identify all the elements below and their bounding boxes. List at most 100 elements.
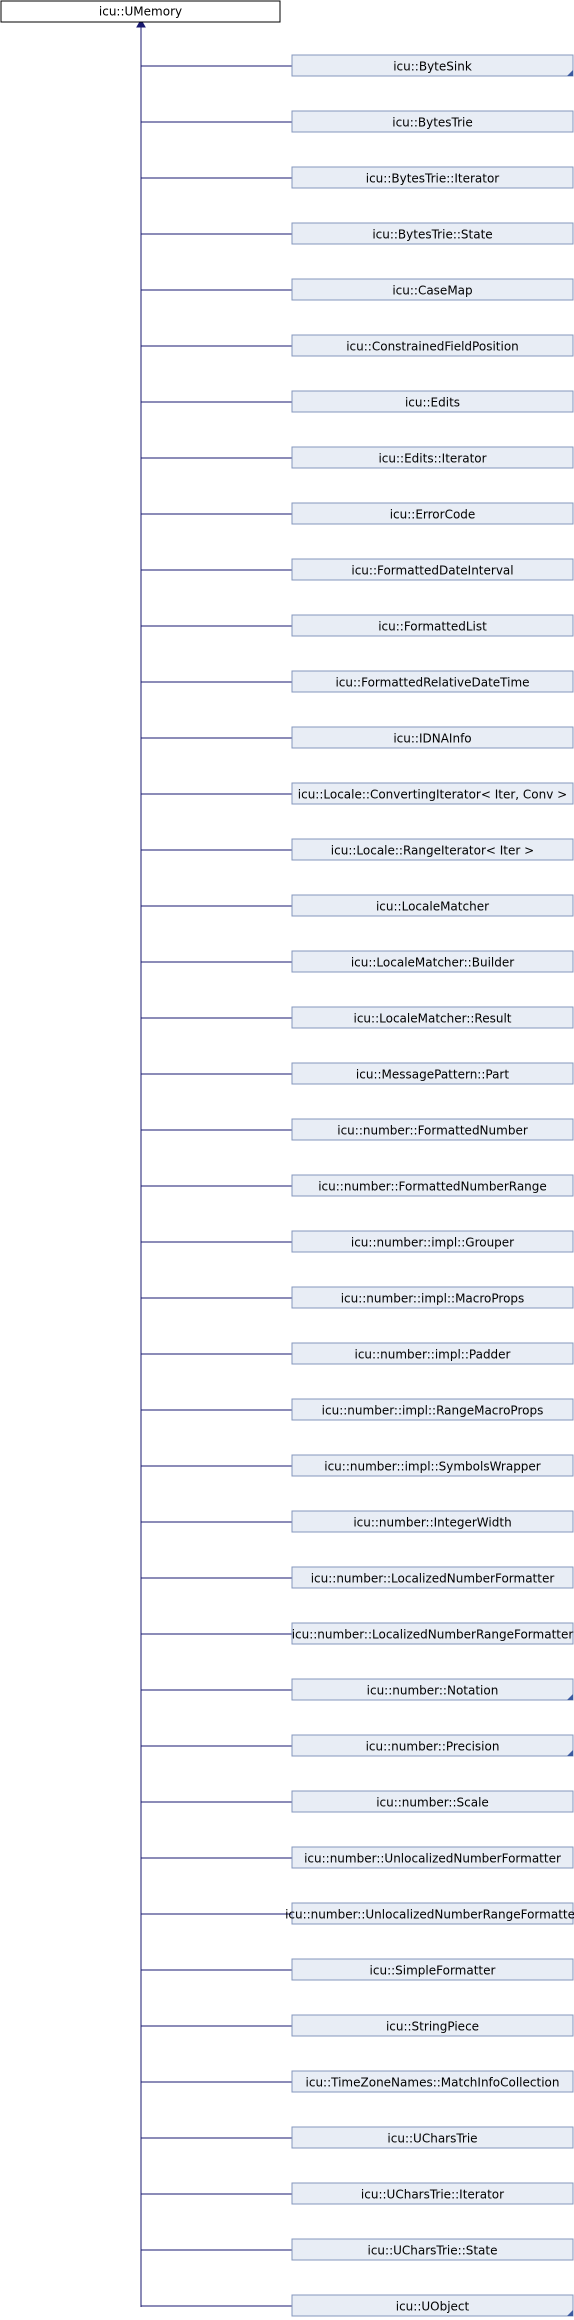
class-node-box — [291, 950, 574, 973]
class-node-icu-number-impl-symbolswrapper[interactable]: icu::number::impl::SymbolsWrapper — [291, 1454, 574, 1477]
class-node-icu-number-formattednumber[interactable]: icu::number::FormattedNumber — [291, 1118, 574, 1141]
class-node-label: icu::number::impl::Grouper — [351, 1236, 514, 1250]
class-node-icu-constrainedfieldposition[interactable]: icu::ConstrainedFieldPosition — [291, 334, 574, 357]
class-node-box — [291, 1286, 574, 1309]
more-subclasses-corner-icon — [567, 1694, 573, 1700]
class-node-icu-number-unlocalizednumberformatter[interactable]: icu::number::UnlocalizedNumberFormatter — [291, 1846, 574, 1869]
class-node-icu-number-impl-padder[interactable]: icu::number::impl::Padder — [291, 1342, 574, 1365]
class-node-box — [291, 838, 574, 861]
class-node-label: icu::number::UnlocalizedNumberRangeForma… — [285, 1908, 574, 1922]
class-node-icu-localematcher-builder[interactable]: icu::LocaleMatcher::Builder — [291, 950, 574, 973]
class-node-icu-number-localizednumberformatter[interactable]: icu::number::LocalizedNumberFormatter — [291, 1566, 574, 1589]
class-node-icu-edits[interactable]: icu::Edits — [291, 390, 574, 413]
class-node-icu-localematcher[interactable]: icu::LocaleMatcher — [291, 894, 574, 917]
class-node-box — [291, 1622, 574, 1645]
class-node-icu-bytestrie-iterator[interactable]: icu::BytesTrie::Iterator — [291, 166, 574, 189]
class-node-label: icu::UCharsTrie — [387, 2132, 477, 2146]
class-node-box — [291, 222, 574, 245]
class-node-label: icu::Edits::Iterator — [378, 452, 486, 466]
class-node-box — [291, 1174, 574, 1197]
class-node-box — [291, 446, 574, 469]
class-node-icu-messagepattern-part[interactable]: icu::MessagePattern::Part — [291, 1062, 574, 1085]
class-node-icu-locale-convertingiterator-iter-conv[interactable]: icu::Locale::ConvertingIterator< Iter, C… — [291, 782, 574, 805]
class-node-label: icu::number::LocalizedNumberFormatter — [311, 1572, 555, 1586]
class-node-icu-errorcode[interactable]: icu::ErrorCode — [291, 502, 574, 525]
class-node-box — [291, 502, 574, 525]
class-node-label: icu::number::impl::MacroProps — [341, 1292, 525, 1306]
class-node-icu-number-localizednumberrangeformatter[interactable]: icu::number::LocalizedNumberRangeFormatt… — [291, 1622, 574, 1645]
class-node-icu-casemap[interactable]: icu::CaseMap — [291, 278, 574, 301]
class-node-box — [291, 54, 574, 77]
class-node-icu-uobject[interactable]: icu::UObject — [291, 2294, 574, 2317]
class-node-icu-number-impl-macroprops[interactable]: icu::number::impl::MacroProps — [291, 1286, 574, 1309]
class-node-icu-ucharstrie-iterator[interactable]: icu::UCharsTrie::Iterator — [291, 2182, 574, 2205]
class-node-label: icu::number::Scale — [376, 1796, 489, 1810]
class-node-icu-formatteddateinterval[interactable]: icu::FormattedDateInterval — [291, 558, 574, 581]
class-node-icu-idnainfo[interactable]: icu::IDNAInfo — [291, 726, 574, 749]
class-node-label: icu::FormattedDateInterval — [351, 564, 513, 578]
class-node-icu-stringpiece[interactable]: icu::StringPiece — [291, 2014, 574, 2037]
class-node-label: icu::UCharsTrie::State — [368, 2244, 498, 2258]
class-node-icu-number-scale[interactable]: icu::number::Scale — [291, 1790, 574, 1813]
class-node-box — [291, 334, 574, 357]
class-node-box — [291, 1958, 574, 1981]
class-node-label: icu::LocaleMatcher::Builder — [351, 956, 514, 970]
class-node-box — [291, 1454, 574, 1477]
class-node-icu-simpleformatter[interactable]: icu::SimpleFormatter — [291, 1958, 574, 1981]
more-subclasses-corner-icon — [567, 1750, 573, 1756]
class-node-label: icu::IDNAInfo — [393, 732, 471, 746]
class-node-icu-edits-iterator[interactable]: icu::Edits::Iterator — [291, 446, 574, 469]
class-node-icu-localematcher-result[interactable]: icu::LocaleMatcher::Result — [291, 1006, 574, 1029]
class-node-box — [291, 1342, 574, 1365]
class-node-box — [291, 2126, 574, 2149]
class-node-label: icu::StringPiece — [386, 2020, 479, 2034]
class-node-icu-number-unlocalizednumberrangeformatter[interactable]: icu::number::UnlocalizedNumberRangeForma… — [285, 1902, 574, 1925]
class-node-label: icu::number::UnlocalizedNumberFormatter — [304, 1852, 561, 1866]
class-node-icu-number-notation[interactable]: icu::number::Notation — [291, 1678, 574, 1701]
class-node-box — [291, 2238, 574, 2261]
class-node-box — [291, 2070, 574, 2093]
class-node-label: icu::CaseMap — [392, 284, 472, 298]
class-node-box — [291, 110, 574, 133]
class-node-box — [291, 1230, 574, 1253]
class-node-icu-formattedrelativedatetime[interactable]: icu::FormattedRelativeDateTime — [291, 670, 574, 693]
root-class-node[interactable]: icu::UMemory — [0, 0, 281, 23]
class-node-box — [291, 390, 574, 413]
class-node-icu-number-precision[interactable]: icu::number::Precision — [291, 1734, 574, 1757]
class-node-label: icu::number::Notation — [367, 1684, 499, 1698]
class-node-icu-number-integerwidth[interactable]: icu::number::IntegerWidth — [291, 1510, 574, 1533]
class-node-icu-number-impl-grouper[interactable]: icu::number::impl::Grouper — [291, 1230, 574, 1253]
class-node-label: icu::ByteSink — [393, 60, 472, 74]
class-node-label: icu::SimpleFormatter — [370, 1964, 496, 1978]
class-node-box — [291, 166, 574, 189]
class-node-label: icu::number::Precision — [366, 1740, 500, 1754]
more-subclasses-corner-icon — [567, 70, 573, 76]
class-node-label: icu::number::impl::RangeMacroProps — [322, 1404, 544, 1418]
class-node-icu-locale-rangeiterator-iter[interactable]: icu::Locale::RangeIterator< Iter > — [291, 838, 574, 861]
class-node-icu-timezonenames-matchinfocollection[interactable]: icu::TimeZoneNames::MatchInfoCollection — [291, 2070, 574, 2093]
class-node-box — [291, 894, 574, 917]
class-node-box — [291, 1566, 574, 1589]
class-node-icu-number-formattednumberrange[interactable]: icu::number::FormattedNumberRange — [291, 1174, 574, 1197]
class-node-label: icu::Locale::RangeIterator< Iter > — [331, 844, 534, 858]
class-node-box — [291, 1678, 574, 1701]
class-node-icu-ucharstrie[interactable]: icu::UCharsTrie — [291, 2126, 574, 2149]
class-node-label: icu::Edits — [405, 396, 460, 410]
class-node-label: icu::BytesTrie — [392, 116, 473, 130]
class-node-icu-bytesink[interactable]: icu::ByteSink — [291, 54, 574, 77]
class-node-icu-bytestrie[interactable]: icu::BytesTrie — [291, 110, 574, 133]
class-node-icu-number-impl-rangemacroprops[interactable]: icu::number::impl::RangeMacroProps — [291, 1398, 574, 1421]
class-node-icu-formattedlist[interactable]: icu::FormattedList — [291, 614, 574, 637]
class-node-label: icu::ConstrainedFieldPosition — [346, 340, 519, 354]
derived-classes: icu::ByteSinkicu::BytesTrieicu::BytesTri… — [141, 54, 574, 2317]
class-node-label: icu::FormattedList — [378, 620, 487, 634]
class-node-label: icu::Locale::ConvertingIterator< Iter, C… — [298, 788, 567, 802]
class-node-label: icu::UCharsTrie::Iterator — [361, 2188, 504, 2202]
class-node-box — [291, 1398, 574, 1421]
class-node-box — [291, 558, 574, 581]
class-node-icu-bytestrie-state[interactable]: icu::BytesTrie::State — [291, 222, 574, 245]
class-node-box — [291, 1118, 574, 1141]
class-node-label: icu::LocaleMatcher — [376, 900, 489, 914]
class-node-icu-ucharstrie-state[interactable]: icu::UCharsTrie::State — [291, 2238, 574, 2261]
